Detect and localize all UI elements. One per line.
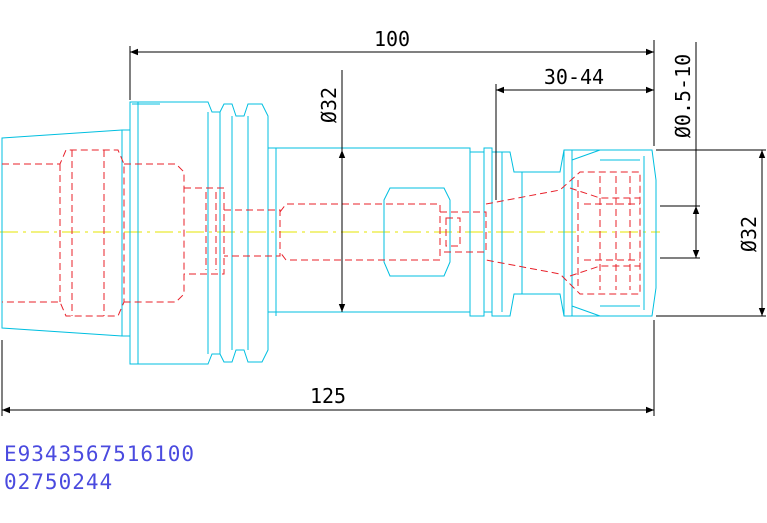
flange bbox=[129, 101, 269, 365]
clamping-nut bbox=[522, 149, 657, 317]
dim-30-44-label: 30-44 bbox=[544, 65, 604, 89]
tool-holder-drawing: 100 30-44 Ø32 Ø0.5-10 Ø32 125 bbox=[0, 27, 766, 416]
dim-100-label: 100 bbox=[374, 27, 410, 51]
dim-125-label: 125 bbox=[310, 384, 346, 408]
hidden-bore bbox=[2, 149, 641, 317]
holder-body bbox=[268, 147, 523, 317]
dim-nut-diameter-label: Ø32 bbox=[737, 216, 761, 252]
order-number: E9343567516100 bbox=[4, 442, 196, 466]
dim-collet-range-label: Ø0.5-10 bbox=[671, 54, 695, 138]
taper-shank bbox=[1, 129, 131, 337]
article-number: 02750244 bbox=[4, 470, 114, 494]
dim-body-diameter-label: Ø32 bbox=[317, 87, 341, 123]
